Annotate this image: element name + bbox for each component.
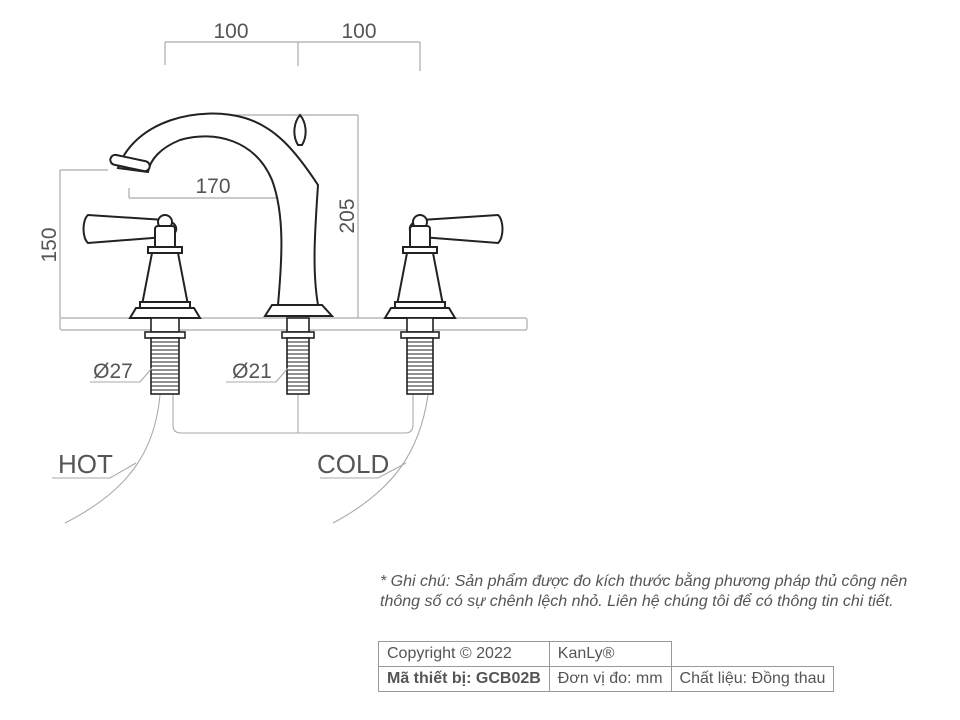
brand-cell: KanLy® [548, 641, 672, 667]
cold-handle [383, 213, 504, 319]
diameter-leaders [90, 367, 289, 383]
top-dimension-lines [164, 41, 421, 71]
model-cell: Mã thiết bị: GCB02B [378, 666, 550, 692]
diameter-spout-label: Ø21 [232, 360, 272, 383]
dimension-spout-height: 150 [38, 227, 61, 262]
hoses [52, 394, 429, 524]
shank-threads [151, 341, 433, 391]
empty-cell [670, 641, 834, 667]
hot-label: HOT [58, 449, 113, 479]
copyright-cell: Copyright © 2022 [378, 641, 550, 667]
measurement-note: * Ghi chú: Sản phẩm được đo kích thước b… [380, 573, 908, 610]
hot-handle [82, 213, 202, 319]
cold-label: COLD [317, 449, 389, 479]
spout [109, 112, 335, 317]
dimension-spacing-right: 100 [341, 20, 376, 43]
material-cell: Chất liệu: Đồng thau [670, 666, 835, 692]
diameter-handle-label: Ø27 [93, 360, 133, 383]
dimension-total-height: 205 [336, 198, 359, 233]
unit-cell: Đơn vị đo: mm [548, 666, 672, 692]
dimension-spout-reach: 170 [195, 175, 230, 198]
dimension-spacing-left: 100 [213, 20, 248, 43]
spout-height-dimension-line [59, 169, 108, 318]
product-info-table: Copyright © 2022 KanLy® Mã thiết bị: GCB… [378, 641, 835, 692]
